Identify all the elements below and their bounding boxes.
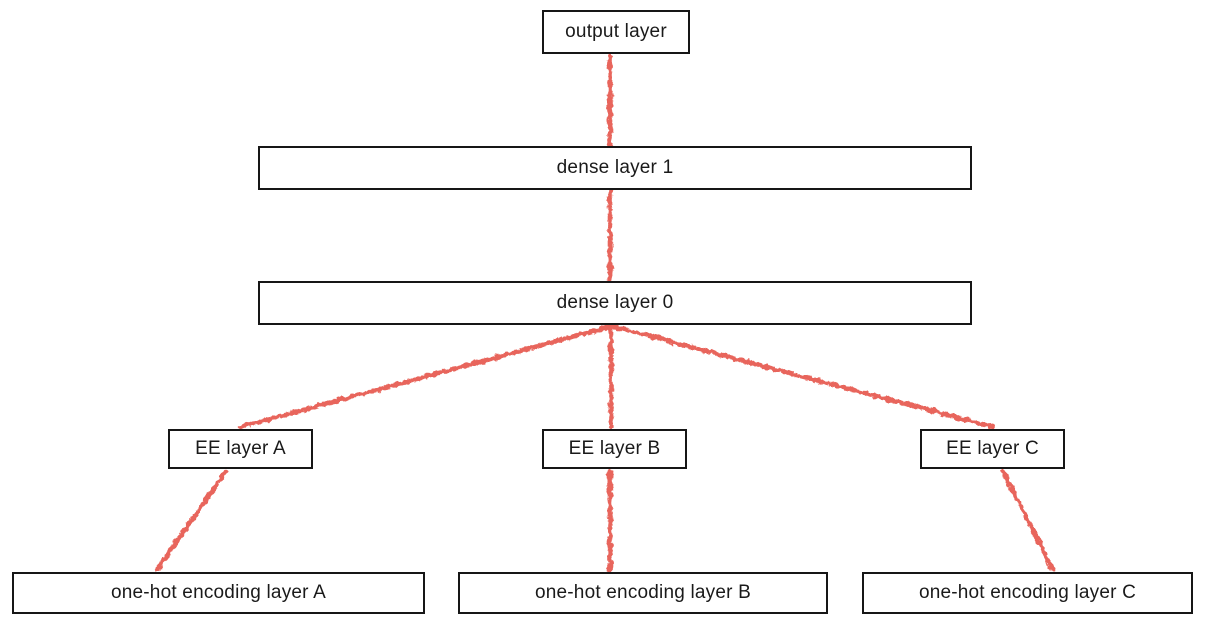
node-dense-layer-1-label: dense layer 1 (556, 157, 674, 178)
node-one-hot-encoding-layer-c: one-hot encoding layer C (862, 572, 1193, 614)
node-one-hot-encoding-layer-a-label: one-hot encoding layer A (110, 582, 326, 603)
node-ee-layer-b-label: EE layer B (568, 438, 661, 459)
edge-dense0-eeA (237, 323, 615, 430)
node-output-layer-label: output layer (565, 21, 667, 42)
node-output-layer: output layer (542, 10, 690, 54)
node-dense-layer-0: dense layer 0 (258, 281, 972, 325)
node-one-hot-encoding-layer-b: one-hot encoding layer B (458, 572, 828, 614)
node-ee-layer-c-label: EE layer C (946, 438, 1039, 459)
edge-dense0-eeC (609, 323, 996, 430)
node-one-hot-encoding-layer-a: one-hot encoding layer A (12, 572, 425, 614)
node-one-hot-encoding-layer-b-label: one-hot encoding layer B (534, 582, 752, 603)
node-ee-layer-a: EE layer A (168, 429, 313, 469)
node-ee-layer-a-label: EE layer A (195, 438, 286, 459)
node-ee-layer-b: EE layer B (542, 429, 687, 469)
edge-eeA-onehotA (154, 468, 229, 573)
edge-eeC-onehotC (1000, 468, 1056, 573)
node-dense-layer-1: dense layer 1 (258, 146, 972, 190)
node-ee-layer-c: EE layer C (920, 429, 1065, 469)
node-dense-layer-0-label: dense layer 0 (556, 292, 674, 313)
node-one-hot-encoding-layer-c-label: one-hot encoding layer C (918, 582, 1137, 603)
